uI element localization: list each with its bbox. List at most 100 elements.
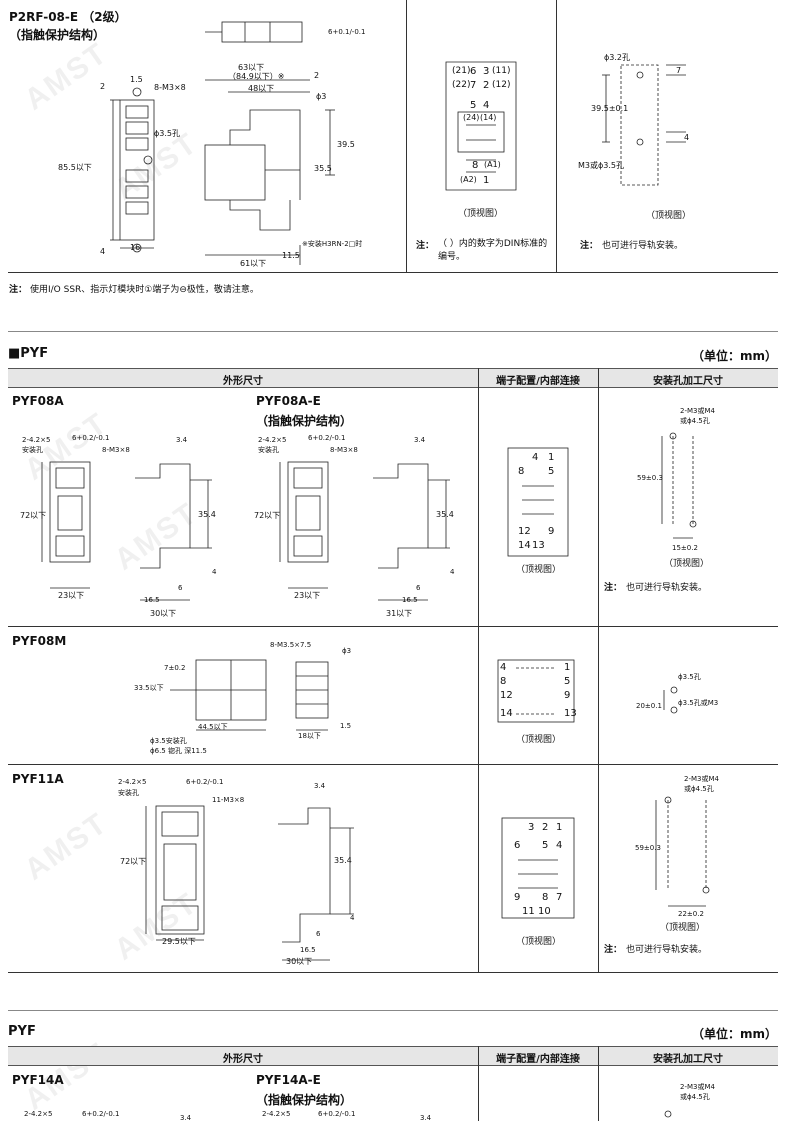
pyf08a-e-d6: 6 bbox=[416, 584, 421, 592]
pyf08m-name: PYF08M bbox=[12, 634, 67, 648]
pin-3: 3 bbox=[483, 66, 490, 77]
pyf11a-pin-5: 5 bbox=[542, 840, 549, 851]
p2rf-subtitle: （指触保护结构） bbox=[9, 28, 106, 42]
pyf08a-e-d4: 4 bbox=[450, 568, 455, 576]
pyf08a-mount-note-label: 注： bbox=[604, 583, 623, 593]
pyf14a-e-hole: 2-4.2×5 bbox=[262, 1110, 291, 1118]
pyf08a-drawing bbox=[41, 461, 450, 601]
pyf08a-e-sub: （指触保护结构） bbox=[256, 414, 353, 428]
pyf11a-d30: 30以下 bbox=[286, 957, 313, 966]
pyf08a-top-view: （顶视图） bbox=[516, 565, 562, 575]
pyf08a-e-d23: 23以下 bbox=[294, 591, 321, 600]
pyf11a-pin-3: 3 bbox=[528, 822, 535, 833]
pyf2-section-title: PYF bbox=[8, 1024, 36, 1039]
pyf08m-pin-8: 8 bbox=[500, 676, 507, 687]
pin-12: (12) bbox=[492, 80, 511, 90]
dim-2: 2 bbox=[100, 82, 106, 91]
mount-4: 4 bbox=[684, 133, 690, 142]
pyf08m-phi3: ϕ3 bbox=[342, 647, 352, 655]
pyf08a-mount-15: 15±0.2 bbox=[672, 544, 698, 552]
pyf08a-pin-14: 14 bbox=[518, 540, 531, 551]
pyf08m-d18: 18以下 bbox=[298, 732, 321, 740]
pyf08m-pin-13: 13 bbox=[564, 708, 577, 719]
pyf11a-mount-22: 22±0.2 bbox=[678, 910, 704, 918]
socket-note: （ ）内的数字为DIN标准的编号。 bbox=[438, 239, 548, 262]
dim-11-5: 11.5 bbox=[282, 251, 300, 260]
mount-note: 也可进行导轨安装。 bbox=[602, 241, 684, 251]
pyf08a-pin-5: 5 bbox=[548, 466, 555, 477]
mount-note-label: 注： bbox=[580, 241, 599, 251]
pyf11a-pin-8: 8 bbox=[542, 892, 549, 903]
pyf11a-terminal-drawing bbox=[501, 817, 575, 919]
pin-21: (21) bbox=[452, 66, 471, 76]
dim-16: 16 bbox=[130, 243, 141, 252]
mount-39-5: 39.5±0.1 bbox=[591, 104, 629, 113]
mount-7: 7 bbox=[676, 66, 682, 75]
pyf14a-hole: 2-4.2×5 bbox=[24, 1110, 53, 1118]
pyf-unit: （单位：mm） bbox=[692, 349, 778, 363]
pyf08a-mount-m3m4: 2-M3或M4 bbox=[680, 407, 715, 415]
section-divider bbox=[8, 1010, 778, 1011]
pyf08m-terminal-drawing bbox=[497, 659, 575, 723]
pyf11a-tol6: 6+0.2/-0.1 bbox=[186, 778, 224, 786]
dim-35-5: 35.5 bbox=[314, 164, 332, 173]
pyf08m-drawing bbox=[170, 659, 329, 731]
pyf08a-pin-9: 9 bbox=[548, 526, 555, 537]
pyf11a-d354: 35.4 bbox=[334, 856, 352, 865]
pyf11a-drawing bbox=[145, 805, 354, 961]
pyf08m-d445: 44.5以下 bbox=[198, 723, 228, 731]
pyf11a-hole-label: 安装孔 bbox=[118, 789, 139, 797]
pyf11a-pin-9: 9 bbox=[514, 892, 521, 903]
pyf08a-e-hole-label: 安装孔 bbox=[258, 446, 279, 454]
pyf08a-d4: 4 bbox=[212, 568, 217, 576]
pyf08a-e-d165: 16.5 bbox=[402, 596, 418, 604]
pyf08a-d34: 3.4 bbox=[176, 436, 188, 444]
pin-6: 6 bbox=[470, 66, 477, 77]
pyf11a-hole: 2-4.2×5 bbox=[118, 778, 147, 786]
col-outline: 外形尺寸 bbox=[223, 376, 263, 387]
pyf14a-name: PYF14A bbox=[12, 1073, 64, 1087]
dim-48: 48以下 bbox=[248, 84, 275, 93]
pyf08m-mount-drawing bbox=[663, 686, 678, 714]
pyf11a-top-view: （顶视图） bbox=[516, 937, 562, 947]
divider bbox=[8, 272, 778, 273]
pyf08a-d72: 72以下 bbox=[20, 511, 47, 520]
pyf14a-e-sub: （指触保护结构） bbox=[256, 1093, 353, 1107]
dim-phi35: ϕ3.5孔 bbox=[154, 129, 180, 138]
dim-61: 61以下 bbox=[240, 259, 267, 268]
pyf14a-mount-drawing bbox=[664, 1110, 672, 1118]
mount-top-view: （顶视图） bbox=[646, 211, 692, 221]
pyf08m-pin-12: 12 bbox=[500, 690, 513, 701]
pyf08a-pin-1: 1 bbox=[548, 452, 555, 463]
divider bbox=[598, 1046, 599, 1121]
pyf11a-mount-phi45: 或ϕ4.5孔 bbox=[684, 785, 714, 793]
pyf11a-d4: 4 bbox=[350, 914, 355, 922]
col-outline: 外形尺寸 bbox=[223, 1054, 263, 1065]
col-mount: 安装孔加工尺寸 bbox=[653, 1054, 723, 1065]
pyf08a-mount-phi45: 或ϕ4.5孔 bbox=[680, 417, 710, 425]
pin-24: (24) bbox=[463, 113, 480, 122]
pyf11a-d165: 16.5 bbox=[300, 946, 316, 954]
pyf11a-pin-10: 10 bbox=[538, 906, 551, 917]
pyf08a-m3x8: 8-M3×8 bbox=[102, 446, 130, 454]
p2rf-mount-drawing bbox=[602, 64, 686, 186]
pyf08a-hole-label: 安装孔 bbox=[22, 446, 43, 454]
pyf08a-e-d34: 3.4 bbox=[414, 436, 426, 444]
pyf08a-pin-12: 12 bbox=[518, 526, 531, 537]
pyf11a-pin-1: 1 bbox=[556, 822, 563, 833]
pyf08m-pin-14: 14 bbox=[500, 708, 513, 719]
dim-63: 63以下 bbox=[238, 63, 265, 72]
dim-84-9: （84.9以下）※ bbox=[228, 72, 285, 81]
divider bbox=[406, 0, 407, 272]
pin-14: (14) bbox=[480, 113, 497, 122]
mount-m3: M3或ϕ3.5孔 bbox=[578, 161, 624, 170]
pyf08m-mount-20: 20±0.1 bbox=[636, 702, 662, 710]
pyf08m-phi65: ϕ6.5 锪孔 深11.5 bbox=[150, 747, 207, 755]
pyf08a-mount-59: 59±0.3 bbox=[637, 474, 663, 482]
pin-7: 7 bbox=[470, 80, 477, 91]
dim-h3rn-note: ※安装H3RN-2□时 bbox=[302, 240, 363, 248]
pyf08m-pin-1: 1 bbox=[564, 662, 571, 673]
pyf08a-tol6: 6+0.2/-0.1 bbox=[72, 434, 110, 442]
pyf14a-e-name: PYF14A-E bbox=[256, 1073, 321, 1087]
pyf11a-d34: 3.4 bbox=[314, 782, 326, 790]
